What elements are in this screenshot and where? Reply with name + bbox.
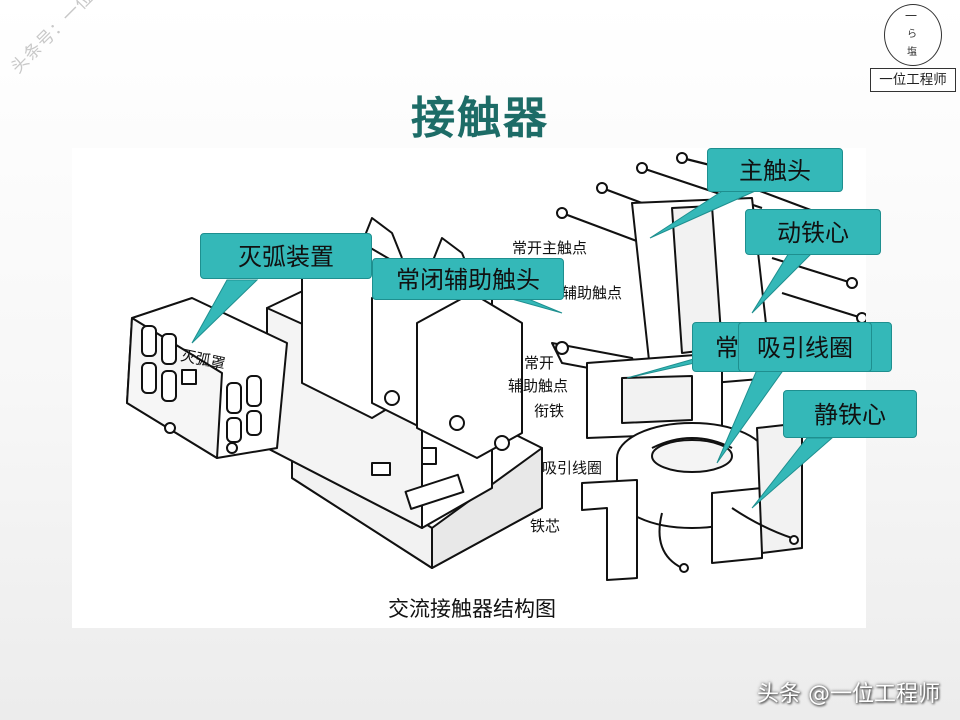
pointer-arc-device	[191, 279, 259, 344]
logo-glyph-bottom: 塩	[907, 47, 917, 58]
contactor-diagram: 灭弧罩 常开主触点 辅助触点 常开 辅助触点 衔铁 吸引线圈 铁芯 交流接触器结…	[126, 152, 866, 621]
callout-attraction-coil: 吸引线圈	[738, 322, 872, 372]
pointer-static-core	[751, 437, 834, 509]
logo-glyph-mid: ら	[907, 29, 917, 40]
watermark-text: 头条号：一位工程师	[7, 0, 137, 78]
callout-main-contact: 主触头	[707, 148, 843, 192]
label-core: 铁芯	[530, 517, 560, 535]
callout-nc-aux-contact: 常闭辅助触头	[372, 258, 564, 300]
label-no-main-contact: 常开主触点	[512, 239, 587, 257]
footer-brand: 头条 @一位工程师	[757, 682, 940, 707]
callout-arc-device: 灭弧装置	[200, 233, 372, 279]
diagram-panel: 灭弧罩 常开主触点 辅助触点 常开 辅助触点 衔铁 吸引线圈 铁芯 交流接触器结…	[72, 148, 866, 628]
callout-pointers	[191, 187, 834, 509]
label-coil: 吸引线圈	[542, 459, 602, 477]
label-aux-contact: 辅助触点	[562, 284, 622, 302]
callout-static-core: 静铁心	[783, 390, 917, 438]
label-no: 常开	[524, 354, 554, 372]
label-armature: 衔铁	[534, 402, 564, 420]
page-title: 接触器	[411, 93, 549, 144]
contactor-body-drawing	[126, 217, 543, 569]
logo: 一 ら 塩 一位工程师	[868, 4, 958, 92]
diagram-caption: 交流接触器结构图	[388, 597, 556, 621]
logo-glyph-top: 一	[905, 9, 918, 23]
logo-emblem: 一 ら 塩	[884, 4, 942, 66]
label-no-aux-contact: 辅助触点	[508, 377, 568, 395]
logo-label: 一位工程师	[870, 68, 956, 92]
callout-moving-core: 动铁心	[745, 209, 881, 255]
